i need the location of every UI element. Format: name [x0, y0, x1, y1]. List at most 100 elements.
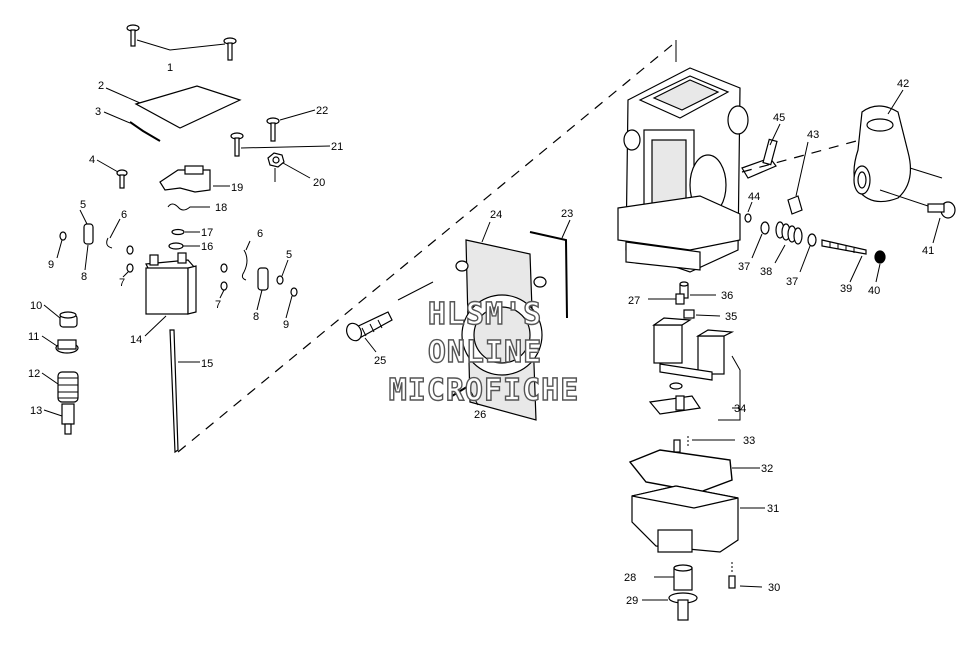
part-12-spring	[57, 371, 79, 403]
part-42-choke-housing	[853, 105, 911, 203]
part-22-screw	[266, 117, 280, 142]
part-37-washer-a	[760, 221, 770, 235]
part-3-gasket	[129, 121, 161, 142]
callout-12: 12	[28, 368, 40, 380]
part-16-ring	[168, 242, 184, 250]
callout-21: 21	[331, 141, 343, 153]
callout-33: 33	[743, 435, 755, 447]
callout-5-right: 5	[286, 249, 292, 261]
part-40-cap	[874, 250, 886, 264]
part-5-right	[276, 275, 284, 285]
callout-41: 41	[922, 245, 934, 257]
part-21-screw	[230, 132, 244, 157]
callout-8-right: 8	[253, 311, 259, 323]
callout-27: 27	[628, 295, 640, 307]
callout-24: 24	[490, 209, 502, 221]
part-27-jet	[675, 293, 685, 305]
callout-11: 11	[28, 331, 39, 343]
callout-43: 43	[807, 129, 819, 141]
callout-29: 29	[626, 595, 638, 607]
part-29-drain-seal	[668, 592, 698, 621]
watermark-line-3: MICROFICHE	[389, 373, 580, 408]
callout-45: 45	[773, 112, 785, 124]
part-10-nut	[59, 311, 78, 328]
callout-labels: 1 2 3 4 5 6 7 8 9 10 11 12 13 14 15 16 1…	[28, 62, 934, 607]
part-23-gasket	[529, 231, 568, 319]
callout-32: 32	[761, 463, 773, 475]
callout-28: 28	[624, 572, 636, 584]
callout-23: 23	[561, 208, 573, 220]
part-32-bowl-gasket	[628, 449, 733, 493]
part-31-float-bowl	[631, 485, 739, 553]
callout-38: 38	[760, 266, 772, 278]
callout-40: 40	[868, 285, 880, 297]
part-8-left	[83, 223, 94, 245]
part-9-left	[59, 231, 67, 241]
part-24-throttle-plate	[455, 239, 547, 421]
callout-6: 6	[121, 209, 127, 221]
callout-2: 2	[98, 80, 104, 92]
callout-7-right: 7	[215, 299, 221, 311]
callout-1: 1	[167, 62, 173, 74]
callout-30: 30	[768, 582, 780, 594]
part-44-ball	[744, 213, 752, 223]
callout-37-right: 37	[786, 276, 798, 288]
callout-13: 13	[30, 405, 42, 417]
part-8-right	[257, 267, 269, 291]
part-6-left	[106, 237, 113, 249]
callout-14: 14	[130, 334, 142, 346]
callout-26: 26	[474, 409, 486, 421]
callout-19: 19	[231, 182, 243, 194]
part-33-needle-valve	[673, 436, 689, 453]
part-18-clip	[167, 203, 210, 211]
watermark-line-1: HLSM'S	[428, 297, 542, 332]
part-43-cap	[787, 195, 803, 215]
callout-5: 5	[80, 199, 86, 211]
part-1-screws	[126, 24, 237, 61]
callout-9: 9	[48, 259, 54, 271]
callout-4: 4	[89, 154, 95, 166]
callout-6-right: 6	[257, 228, 263, 240]
part-26-pin	[451, 384, 471, 397]
callout-9-right: 9	[283, 319, 289, 331]
part-39-idle-screw	[821, 239, 867, 255]
callout-7: 7	[119, 277, 125, 289]
part-14-slide-block	[145, 252, 197, 315]
part-25-screw	[346, 311, 393, 342]
part-37-washer-b	[807, 233, 817, 247]
part-11-cap	[55, 339, 79, 354]
callout-10: 10	[30, 300, 42, 312]
part-19-bracket	[159, 165, 211, 193]
callout-36: 36	[721, 290, 733, 302]
callout-18: 18	[215, 202, 227, 214]
callout-20: 20	[313, 177, 325, 189]
callout-25: 25	[374, 355, 386, 367]
part-35-jet	[683, 309, 695, 319]
callout-15: 15	[201, 358, 213, 370]
watermark-line-2: ONLINE	[428, 335, 542, 370]
callout-22: 22	[316, 105, 328, 117]
watermark: HLSM'S ONLINE MICROFICHE	[388, 296, 580, 408]
callout-16: 16	[201, 241, 213, 253]
part-7-left	[126, 245, 134, 273]
callout-3: 3	[95, 106, 101, 118]
part-2-cover-plate	[134, 85, 242, 129]
callout-17: 17	[201, 227, 213, 239]
callout-35: 35	[725, 311, 737, 323]
callout-31: 31	[767, 503, 779, 515]
part-7-right	[220, 263, 228, 291]
part-45-fitting	[741, 138, 778, 179]
callout-39: 39	[840, 283, 852, 295]
part-9-right	[290, 287, 298, 297]
part-41-screw	[927, 201, 956, 219]
part-30-screw	[728, 562, 736, 589]
part-38-spring	[775, 221, 803, 245]
part-4-screw	[116, 169, 128, 189]
callout-42: 42	[897, 78, 909, 90]
callout-8: 8	[81, 271, 87, 283]
callout-37: 37	[738, 261, 750, 273]
part-carburetor-body	[617, 67, 749, 273]
part-17-ring	[171, 228, 185, 236]
callout-34: 34	[734, 403, 746, 415]
